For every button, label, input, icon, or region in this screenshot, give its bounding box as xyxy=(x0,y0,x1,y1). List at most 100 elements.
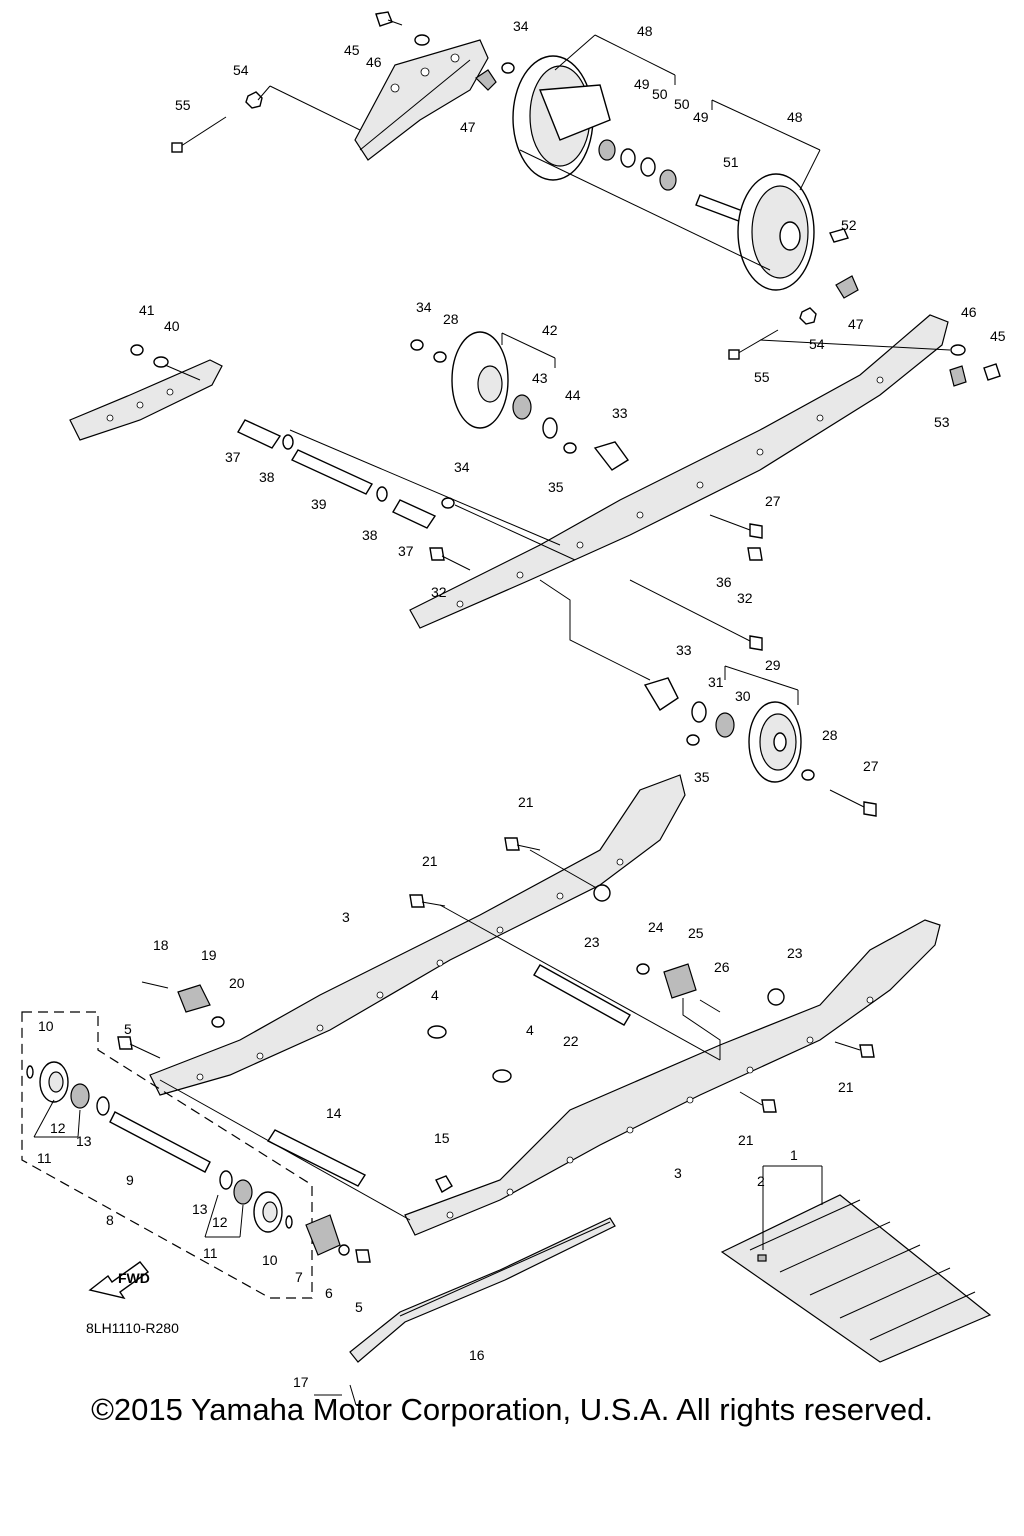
block-19 xyxy=(177,984,211,1013)
bearing-49-b xyxy=(659,169,677,191)
callout-label: 33 xyxy=(676,642,692,658)
nut-20 xyxy=(211,1016,225,1028)
washer-40 xyxy=(153,356,169,368)
bolt-45-lower xyxy=(983,363,1001,381)
callout-label: 28 xyxy=(443,311,459,327)
diagram-code: 8LH1110-R280 xyxy=(86,1320,179,1336)
mount-47-lower xyxy=(835,275,859,299)
callout-label: 7 xyxy=(295,1269,303,1285)
callout-label: 19 xyxy=(201,947,217,963)
callout-label: 53 xyxy=(934,414,950,430)
callout-label: 27 xyxy=(765,493,781,509)
callout-label: 13 xyxy=(192,1201,208,1217)
callout-label: 47 xyxy=(848,316,864,332)
shaft-39 xyxy=(290,449,374,495)
nut-34-left xyxy=(410,339,424,351)
washer-4-right xyxy=(492,1069,512,1083)
left-rear-arm-rail xyxy=(69,359,223,441)
circlip-13-right xyxy=(219,1170,233,1190)
callout-label: 34 xyxy=(416,299,432,315)
callout-label: 34 xyxy=(454,459,470,475)
shaft-36 xyxy=(629,579,763,651)
callout-label: 12 xyxy=(212,1214,228,1230)
callout-label: 28 xyxy=(822,727,838,743)
nut-54-lower xyxy=(799,307,817,325)
bearing-12-right xyxy=(233,1179,253,1205)
track-clip-2 xyxy=(757,1254,767,1262)
callout-label: 38 xyxy=(259,469,275,485)
callout-label: 21 xyxy=(838,1079,854,1095)
idler-wheel-48-outer xyxy=(512,55,611,181)
bolt-21-c xyxy=(834,1041,875,1058)
clip-10-right xyxy=(285,1215,293,1229)
nut-35-upper xyxy=(563,442,577,454)
idler-wheel-48-inner xyxy=(737,173,815,291)
wheel-11-left xyxy=(39,1061,69,1103)
callout-label: 4 xyxy=(431,987,439,1003)
callout-label: 12 xyxy=(50,1120,66,1136)
callout-label: 26 xyxy=(714,959,730,975)
upper-bracket-left xyxy=(354,39,489,161)
mount-47-upper xyxy=(475,69,497,91)
callout-label: 37 xyxy=(225,449,241,465)
spacer-23-left xyxy=(593,884,611,902)
callout-label: 2 xyxy=(757,1173,765,1189)
callout-label: 30 xyxy=(735,688,751,704)
callout-label: 49 xyxy=(634,76,650,92)
track-1 xyxy=(720,1194,992,1363)
callout-label: 5 xyxy=(124,1021,132,1037)
wheel-42 xyxy=(451,331,509,429)
nut-54-upper xyxy=(245,91,263,109)
callout-label: 5 xyxy=(355,1299,363,1315)
callout-label: 22 xyxy=(563,1033,579,1049)
block-25 xyxy=(663,963,697,999)
callout-label: 3 xyxy=(342,909,350,925)
nut-24 xyxy=(636,963,650,975)
callout-label: 50 xyxy=(652,86,668,102)
callout-label: 10 xyxy=(38,1018,54,1034)
bolt-5-upper xyxy=(117,1036,133,1050)
callout-label: 52 xyxy=(841,217,857,233)
washer-4-left xyxy=(427,1025,447,1039)
callout-label: 18 xyxy=(153,937,169,953)
bolt-27-upper xyxy=(709,514,763,539)
circlip-50-a xyxy=(620,148,636,168)
callout-label: 11 xyxy=(37,1150,52,1166)
bracket-33-upper xyxy=(593,441,630,471)
callout-label: 33 xyxy=(612,405,628,421)
callout-label: 3 xyxy=(674,1165,682,1181)
callout-label: 45 xyxy=(990,328,1006,344)
callout-label: 40 xyxy=(164,318,180,334)
callout-label: 45 xyxy=(344,42,360,58)
spacer-23-right xyxy=(767,988,785,1006)
callout-label: 21 xyxy=(422,853,438,869)
copyright-notice: ©2015 Yamaha Motor Corporation, U.S.A. A… xyxy=(91,1392,933,1427)
nut-35-lower xyxy=(686,734,700,746)
callout-label: 24 xyxy=(648,919,664,935)
bracket-33-lower xyxy=(643,677,679,711)
callout-label: 23 xyxy=(787,945,803,961)
o-ring-38-right xyxy=(376,486,388,502)
nut-34-upper xyxy=(501,62,515,74)
callout-label: 47 xyxy=(460,119,476,135)
washer-46-lower xyxy=(950,344,966,356)
callout-label: 11 xyxy=(203,1245,218,1261)
bearing-43 xyxy=(512,394,532,420)
bolt-27-lower xyxy=(829,789,877,817)
bolt-55-upper xyxy=(171,116,227,153)
bolt-32-right xyxy=(747,547,763,561)
right-rear-arm-rail xyxy=(409,314,949,629)
callout-label: 8 xyxy=(106,1212,114,1228)
callout-label: 37 xyxy=(398,543,414,559)
callout-label: 46 xyxy=(366,54,382,70)
callout-label: 41 xyxy=(139,302,155,318)
callout-label: 55 xyxy=(754,369,770,385)
mount-53 xyxy=(949,365,967,387)
callout-label: 13 xyxy=(76,1133,92,1149)
fwd-arrow: FWD xyxy=(88,1261,150,1300)
callout-label: 34 xyxy=(513,18,529,34)
callout-label: 10 xyxy=(262,1252,278,1268)
bearing-12-left xyxy=(70,1083,90,1109)
sleeve-37-left xyxy=(237,419,282,449)
callout-label: 43 xyxy=(532,370,548,386)
